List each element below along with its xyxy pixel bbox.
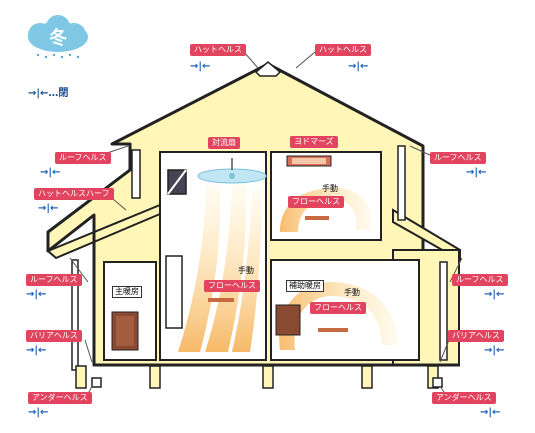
roof-right-low-tag: ルーフヘルス — [452, 274, 508, 286]
hat-half-tag: ハットヘルスハーフ — [34, 188, 114, 200]
under-right-tag: アンダーヘルス — [432, 392, 496, 404]
under-vent-right — [432, 377, 443, 388]
snow-cloud-icon: 冬 — [28, 15, 88, 59]
floor-heater-lower — [318, 328, 348, 332]
roof-left-tag: ルーフヘルス — [55, 152, 111, 164]
hat-right-tag: ハットヘルス — [315, 44, 371, 56]
flow-upper-tag: フローヘルス — [288, 196, 344, 208]
flow-lower-tag: フローヘルス — [310, 302, 366, 314]
roof-right-closed-icon: →|← — [466, 167, 487, 178]
barrier-right-closed-icon: →|← — [484, 345, 505, 356]
barrier-left-closed-icon: →|← — [26, 345, 47, 356]
hat-half-closed-icon: →|← — [38, 203, 59, 214]
aux-heater-label: 補助暖房 — [286, 280, 324, 292]
right-window-1 — [397, 145, 406, 221]
roof-left-low-closed-icon: →|← — [26, 289, 47, 300]
under-vent-left — [91, 377, 102, 388]
manual-upper-label: 手動 — [322, 184, 338, 193]
roof-left-low-tag: ルーフヘルス — [26, 274, 82, 286]
hall-door — [165, 255, 183, 329]
roof-left-closed-icon: →|← — [40, 167, 61, 178]
season-label: 冬 — [49, 27, 67, 49]
floor-heater-hall — [208, 298, 234, 302]
hat-right-closed-icon: →|← — [348, 61, 369, 72]
flow-middle-tag: フローヘルス — [204, 280, 260, 292]
roof-right-low-closed-icon: →|← — [484, 289, 505, 300]
under-left-closed-icon: →|← — [28, 407, 49, 418]
legend-symbol-icon: →|← — [28, 88, 49, 99]
ceiling-fan-tag: 対流扇 — [208, 137, 240, 149]
left-window-2 — [71, 259, 79, 371]
hat-left-tag: ハットヘルス — [190, 44, 246, 56]
hat-left-closed-icon: →|← — [190, 61, 211, 72]
under-right-closed-icon: →|← — [480, 407, 501, 418]
aux-heater — [275, 304, 301, 336]
roof-right-tag: ルーフヘルス — [430, 152, 486, 164]
yodomars-tag: ヨドマーズ — [290, 136, 338, 148]
manual-middle-label: 手動 — [238, 266, 254, 275]
right-window-2 — [439, 261, 448, 361]
legend-text: …閉 — [48, 88, 69, 99]
legend: →|←…閉 — [28, 88, 68, 100]
barrier-left-tag: バリアヘルス — [26, 330, 82, 342]
under-left-tag: アンダーヘルス — [28, 392, 92, 404]
left-window-1 — [131, 149, 141, 199]
main-heater-label: 主暖房 — [112, 286, 142, 298]
floor-heater-upper — [305, 216, 329, 220]
barrier-right-tag: バリアヘルス — [448, 330, 504, 342]
roof-vent — [254, 61, 282, 77]
manual-lower-label: 手動 — [344, 288, 360, 297]
